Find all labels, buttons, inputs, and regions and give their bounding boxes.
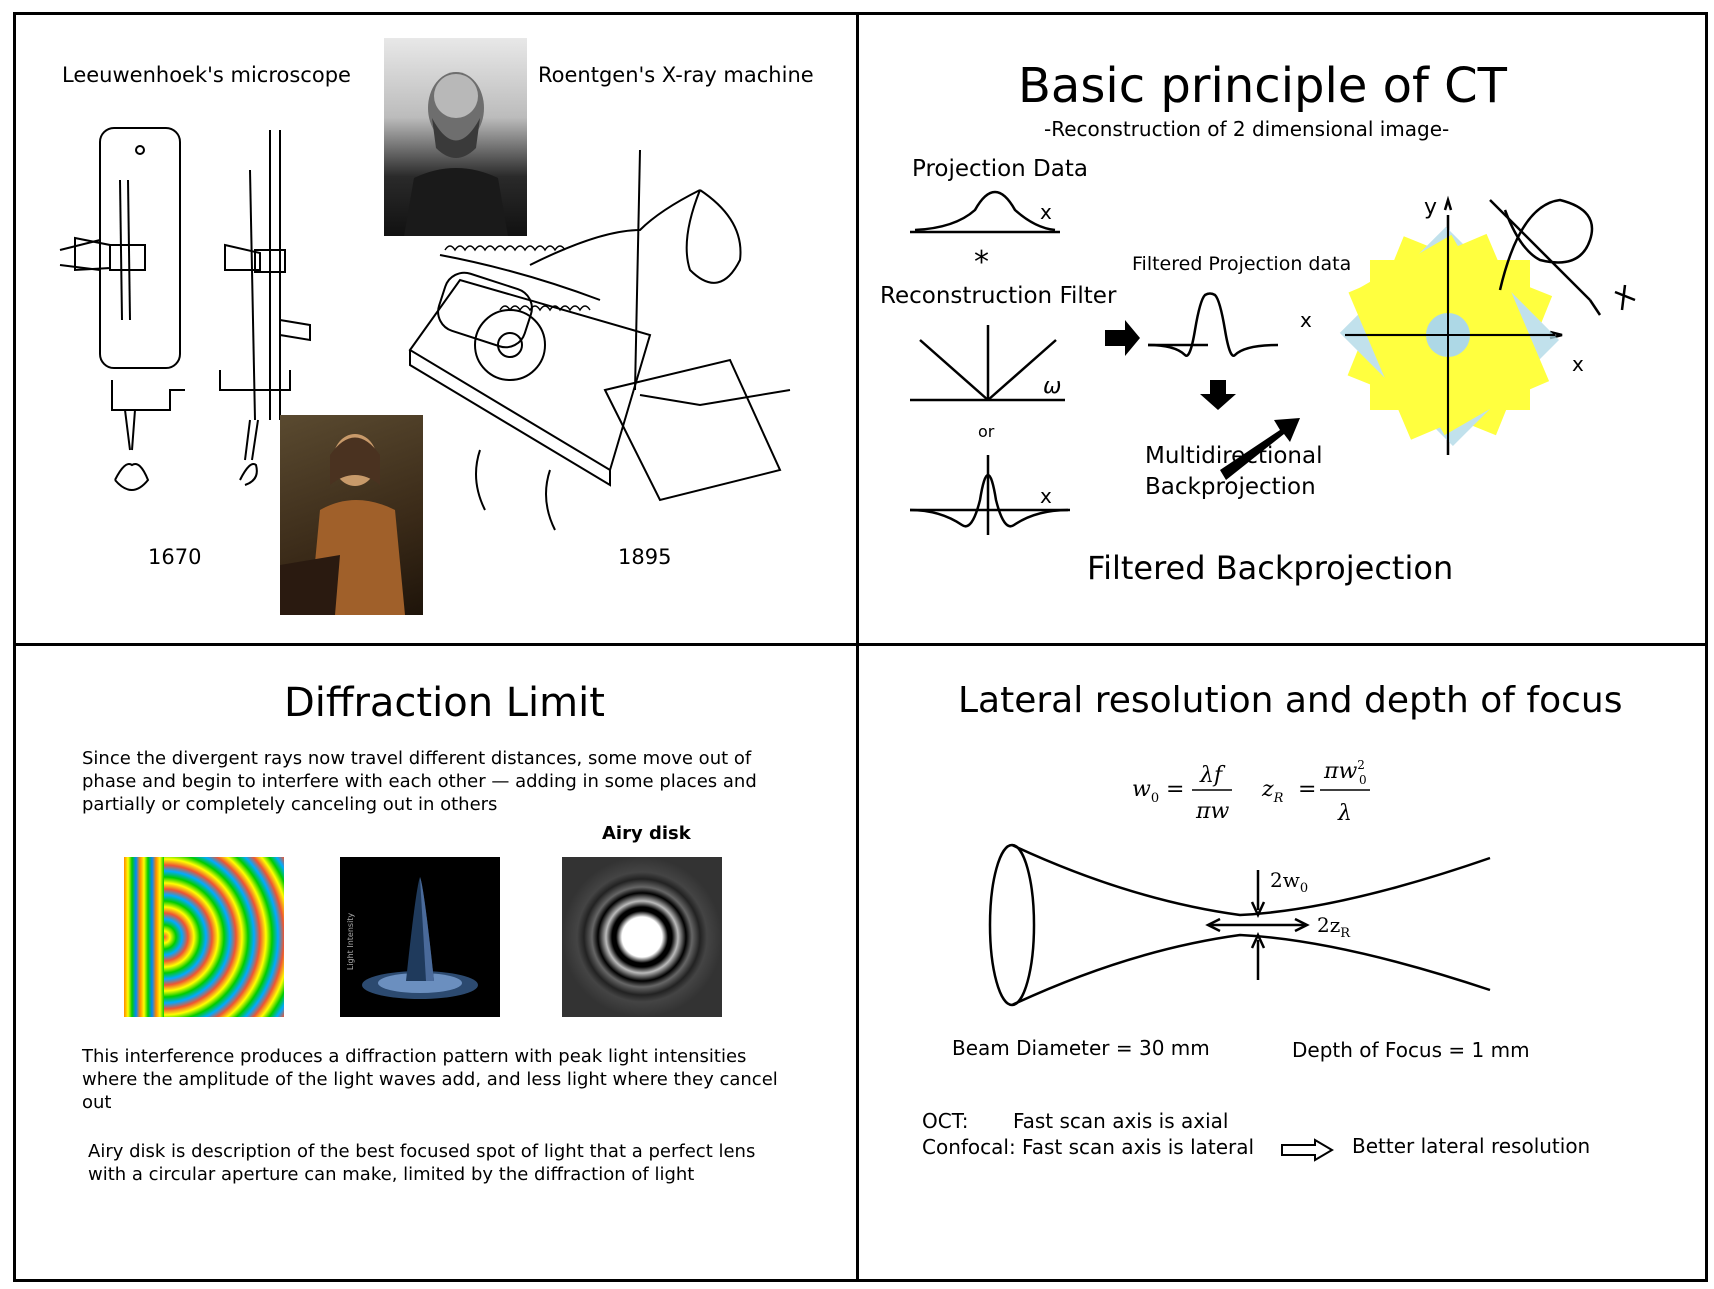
roentgen-portrait (384, 38, 527, 236)
x-axis-label: x (1040, 484, 1052, 508)
light-intensity-axis: Light Intensity (346, 912, 356, 971)
microscope-drawing (59, 127, 311, 491)
or-label: or (978, 422, 995, 441)
svg-text:λf: λf (1199, 763, 1226, 788)
airy-disk-image (562, 857, 722, 1017)
reconstruction-filter-label: Reconstruction Filter (880, 283, 1117, 309)
interference-pattern-image (124, 857, 284, 1017)
diffraction-paragraph-2: This interference produces a diffraction… (82, 1046, 778, 1113)
oct-line: OCT: Fast scan axis is axial (922, 1109, 1229, 1133)
svg-text:w0: w0 (1132, 777, 1159, 806)
svg-text:zR: zR (1261, 777, 1284, 806)
diffraction-paragraph-3: Airy disk is description of the best foc… (88, 1141, 756, 1185)
svg-text:=: = (1166, 777, 1184, 802)
slide-grid (13, 12, 1708, 1282)
svg-text:πw: πw (1195, 799, 1229, 824)
beam-waist-label: 2w0 (1270, 868, 1309, 896)
intensity-peak-image: Light Intensity (340, 857, 500, 1017)
ct-footer: Filtered Backprojection (1087, 549, 1454, 587)
svg-text:λ: λ (1337, 801, 1352, 826)
depth-of-focus-label: Depth of Focus = 1 mm (1292, 1038, 1530, 1062)
gaussian-beam-diagram (988, 843, 1491, 1007)
year-1895: 1895 (618, 545, 672, 569)
airy-disk-label: Airy disk (602, 823, 691, 844)
lateral-title: Lateral resolution and depth of focus (958, 680, 1623, 721)
backprojection-label: Backprojection (1145, 474, 1316, 500)
convolution-symbol: * (974, 245, 989, 280)
x-axis-label: x (1572, 352, 1584, 376)
x-axis-label: x (1040, 200, 1052, 224)
horizontal-divider (13, 643, 1708, 646)
leeuwenhoek-portrait (280, 415, 423, 615)
y-axis-label: y (1424, 195, 1438, 220)
leeuwenhoek-label: Leeuwenhoek's microscope (62, 63, 351, 87)
better-lateral-resolution: Better lateral resolution (1352, 1134, 1591, 1158)
year-1670: 1670 (148, 545, 202, 569)
diffraction-title: Diffraction Limit (284, 680, 605, 726)
rayleigh-range-label: 2zR (1317, 913, 1351, 941)
x-axis-label: x (1300, 308, 1312, 332)
xray-machine-drawing (408, 149, 791, 531)
vertical-divider (856, 12, 859, 1282)
ct-title: Basic principle of CT (1018, 58, 1507, 114)
confocal-line: Confocal: Fast scan axis is lateral (922, 1135, 1255, 1159)
result-arrow-icon (1281, 1138, 1334, 1162)
roentgen-label: Roentgen's X-ray machine (538, 63, 814, 87)
ct-diagram (909, 190, 1636, 535)
beam-diameter-label: Beam Diameter = 30 mm (952, 1036, 1210, 1060)
svg-text:=: = (1298, 777, 1316, 802)
filtered-projection-label: Filtered Projection data (1132, 253, 1352, 275)
omega-label: ω (1043, 374, 1062, 399)
ct-subtitle: -Reconstruction of 2 dimensional image- (1044, 117, 1450, 141)
diffraction-paragraph-1: Since the divergent rays now travel diff… (82, 748, 757, 815)
projection-data-label: Projection Data (912, 156, 1088, 182)
